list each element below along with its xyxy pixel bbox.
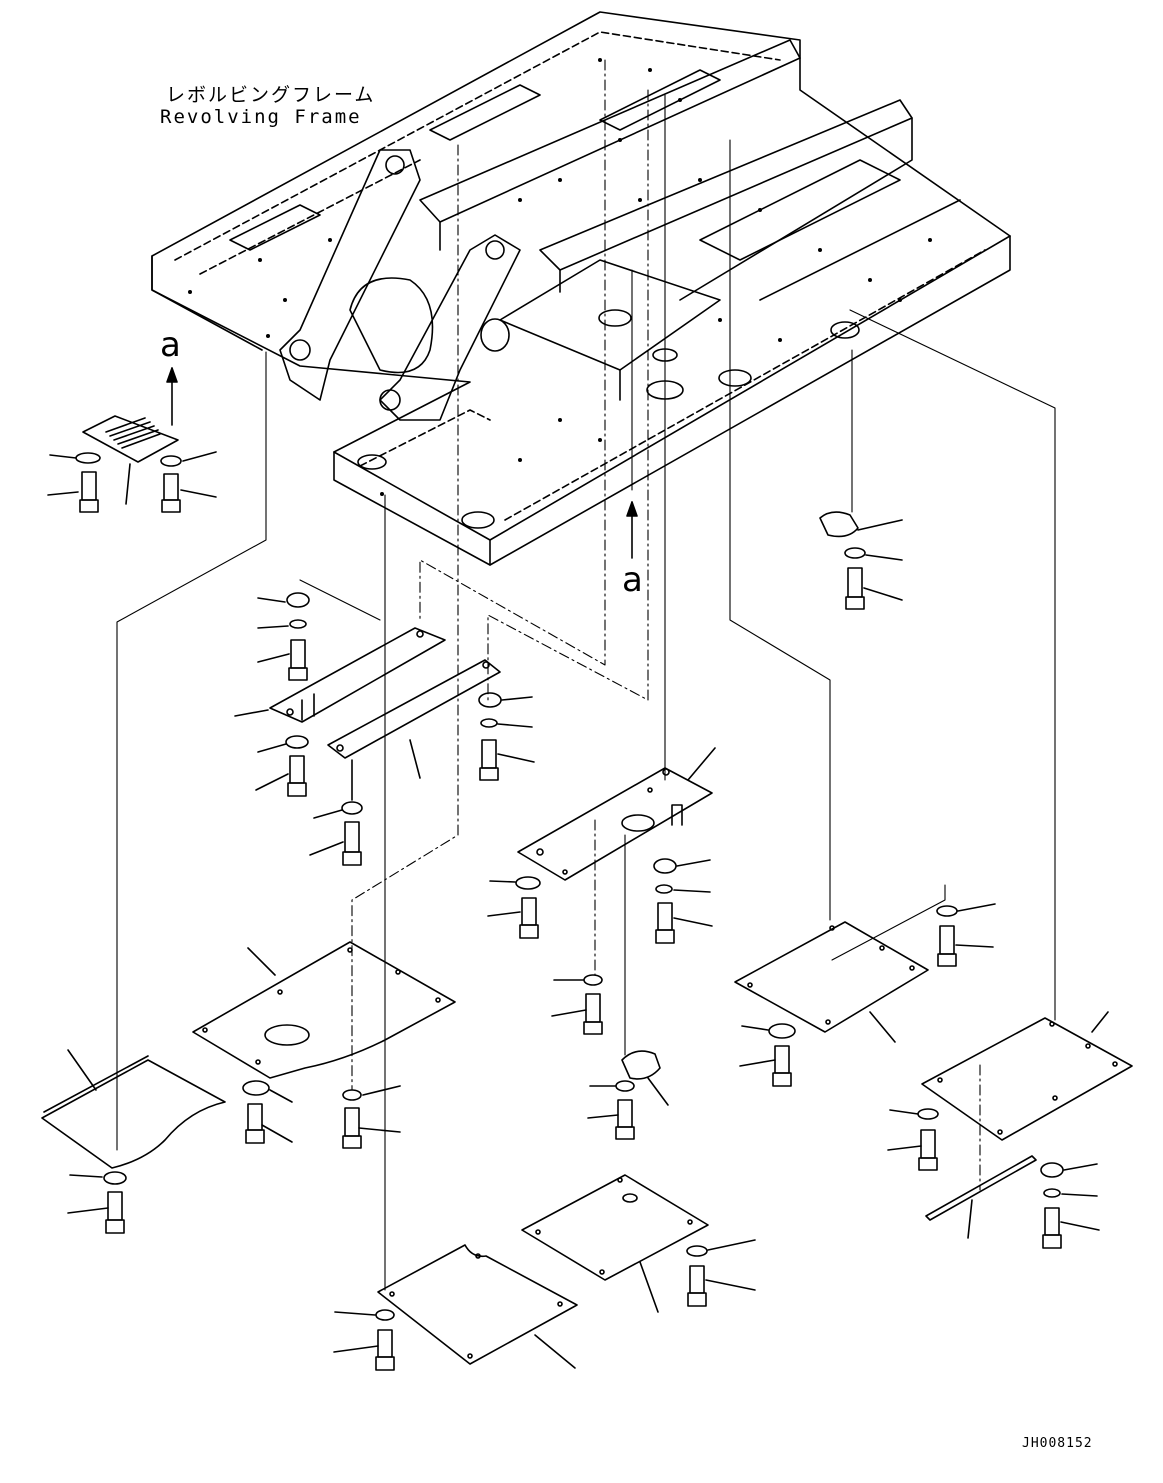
long-bar-plate-right [327, 659, 501, 801]
view-arrow-left [166, 367, 178, 426]
bottom-cover-right [521, 1174, 756, 1313]
frame-title-en: Revolving Frame [160, 106, 362, 128]
fastener-far-right-plate [887, 1108, 1100, 1249]
fastener-right-plate [739, 903, 996, 1087]
upper-left-slotted-cover [82, 415, 179, 505]
frame-title-jp: レボルビングフレーム [166, 84, 376, 106]
fastener-large-undercover [242, 1080, 401, 1149]
far-right-cover-plate [921, 1011, 1133, 1141]
small-undercover-far-left [41, 1049, 226, 1234]
assembly-leader-lines [116, 59, 1056, 1291]
view-arrow-right [626, 501, 638, 559]
long-bar-plate-left [234, 627, 446, 723]
fastener-bar-plates [255, 592, 535, 866]
revolving-frame-assembly [151, 11, 1011, 566]
fastener-upper-left [47, 451, 217, 513]
view-marker-left: a [160, 325, 181, 365]
center-cover-plate [517, 747, 716, 881]
large-undercover-left [192, 941, 456, 1079]
seal-strip [925, 1155, 1037, 1239]
right-cover-plate [734, 921, 929, 1043]
view-marker-right: a [622, 560, 643, 600]
fastener-center [487, 858, 713, 1035]
bottom-cover-left [333, 1244, 578, 1371]
drawing-code: JH008152 [1022, 1436, 1093, 1451]
round-cap-right [819, 511, 903, 610]
round-cap-center [587, 1050, 669, 1140]
